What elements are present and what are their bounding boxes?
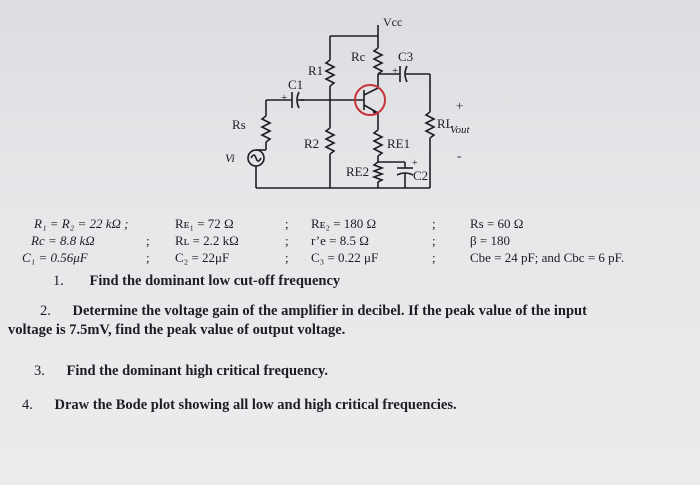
question-4: 4. Draw the Bode plot showing all low an… [22,397,457,414]
label-vcc: Vcc [383,15,402,29]
question-text: Find the dominant high critical frequenc… [66,363,329,379]
question-2: 2. Determine the voltage gain of the amp… [40,303,587,320]
label-re1: RE1 [387,136,410,151]
param-rs: Rs = 60 Ω [470,216,524,231]
label-c2: C2 [413,168,428,183]
param-c3: C₃ = 0.22 μF [311,250,379,265]
param-sep: ; [432,233,436,248]
label-plus-c2: + [412,158,418,169]
param-r1-r2: R₁ = R₂ = 22 kΩ ; [34,216,129,231]
question-2-continued: voltage is 7.5mV, find the peak value of… [8,322,345,339]
param-sep: ; [285,250,289,265]
question-number: 1. [53,273,64,289]
param-sep: ; [146,250,150,265]
question-number: 3. [34,363,45,379]
question-text: voltage is 7.5mV, find the peak value of… [8,322,346,338]
label-c1: C1 [288,77,303,92]
question-1: 1. Find the dominant low cut-off frequen… [53,273,340,290]
question-text: Determine the voltage gain of the amplif… [72,303,587,319]
transistor-highlight-circle [354,84,386,116]
param-beta: β = 180 [470,233,510,248]
param-re-prime: r’e = 8.5 Ω [311,233,369,248]
label-r1: R1 [308,63,323,78]
label-rc: Rc [351,49,366,64]
label-plus-c1: + [281,92,287,104]
param-sep: ; [146,233,150,248]
question-3: 3. Find the dominant high critical frequ… [34,363,328,380]
rs-resistor [260,115,272,143]
question-text: Find the dominant low cut-off frequency [89,273,341,289]
label-re2: RE2 [346,164,369,179]
param-rc: Rc = 8.8 kΩ [31,233,95,248]
label-vout: Vout [450,124,471,136]
param-c1: C₁ = 0.56μF [22,250,88,265]
param-sep: ; [432,250,436,265]
label-out-plus: + [456,98,463,113]
question-number: 4. [22,397,33,413]
label-r2: R2 [304,136,319,151]
param-re1: Rᴇ₁ = 72 Ω [175,216,234,231]
label-c3: C3 [398,49,413,64]
r2-resistor [324,127,336,155]
rl-resistor [424,111,436,139]
param-cbe-cbc: Cbe = 24 pF; and Cbc = 6 pF. [470,250,625,265]
param-c2: C₂ = 22μF [175,250,230,265]
param-rl: Rʟ = 2.2 kΩ [175,233,239,248]
param-sep: ; [285,233,289,248]
amplifier-circuit-diagram: Vcc Rc C3 + R1 C1 + Rs R2 Vi RL Vout + -… [225,15,471,189]
r1-resistor [324,59,336,87]
re1-resistor [372,129,384,157]
label-rl: RL [437,116,454,131]
param-re2: Rᴇ₂ = 180 Ω [311,216,377,231]
label-vi: Vi [225,151,235,165]
label-out-minus: - [457,148,461,163]
label-plus-c3: + [392,65,398,77]
rc-resistor [372,47,384,75]
question-number: 2. [40,303,51,319]
re2-resistor [371,161,385,183]
param-sep: ; [285,216,289,231]
param-sep: ; [432,216,436,231]
label-rs: Rs [232,117,246,132]
question-text: Draw the Bode plot showing all low and h… [54,397,457,413]
